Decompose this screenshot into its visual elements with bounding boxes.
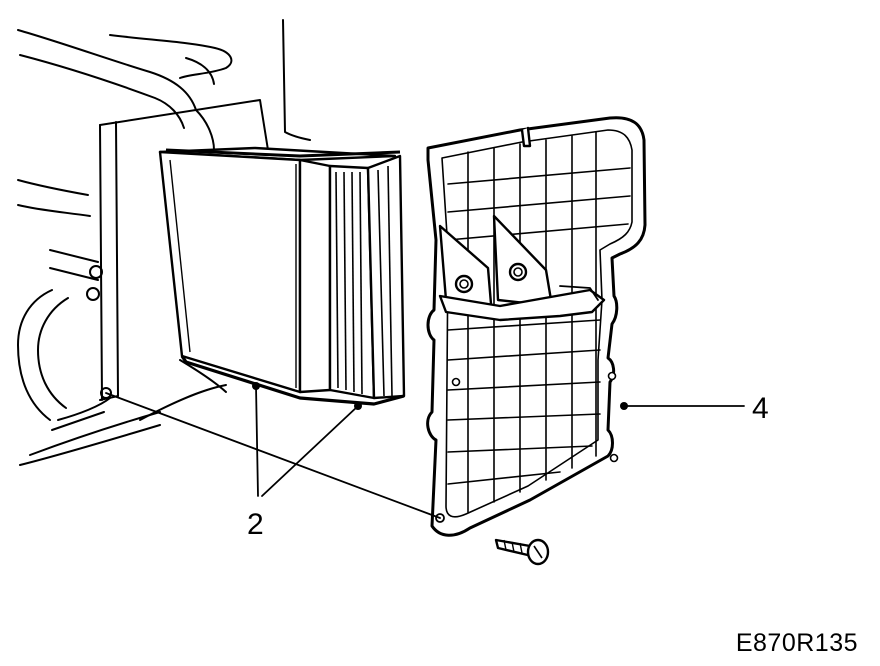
- leader-dot-4: [620, 402, 628, 410]
- leader-lines: [105, 385, 745, 519]
- mounting-screw: [494, 538, 550, 566]
- housing-background: [17, 19, 311, 466]
- callout-4-label: 4: [752, 392, 769, 425]
- callout-2-label: 2: [247, 508, 264, 541]
- alignment-line: [105, 392, 441, 519]
- filter-cover: [426, 116, 647, 537]
- leader-dot-2a: [252, 382, 260, 390]
- leader-2a: [255, 385, 259, 497]
- figure-reference-code: E870R135: [735, 629, 858, 657]
- leader-2b: [261, 405, 359, 497]
- leader-dot-2b: [354, 402, 362, 410]
- cabin-filter: [158, 146, 406, 406]
- leader-dots: [252, 382, 628, 410]
